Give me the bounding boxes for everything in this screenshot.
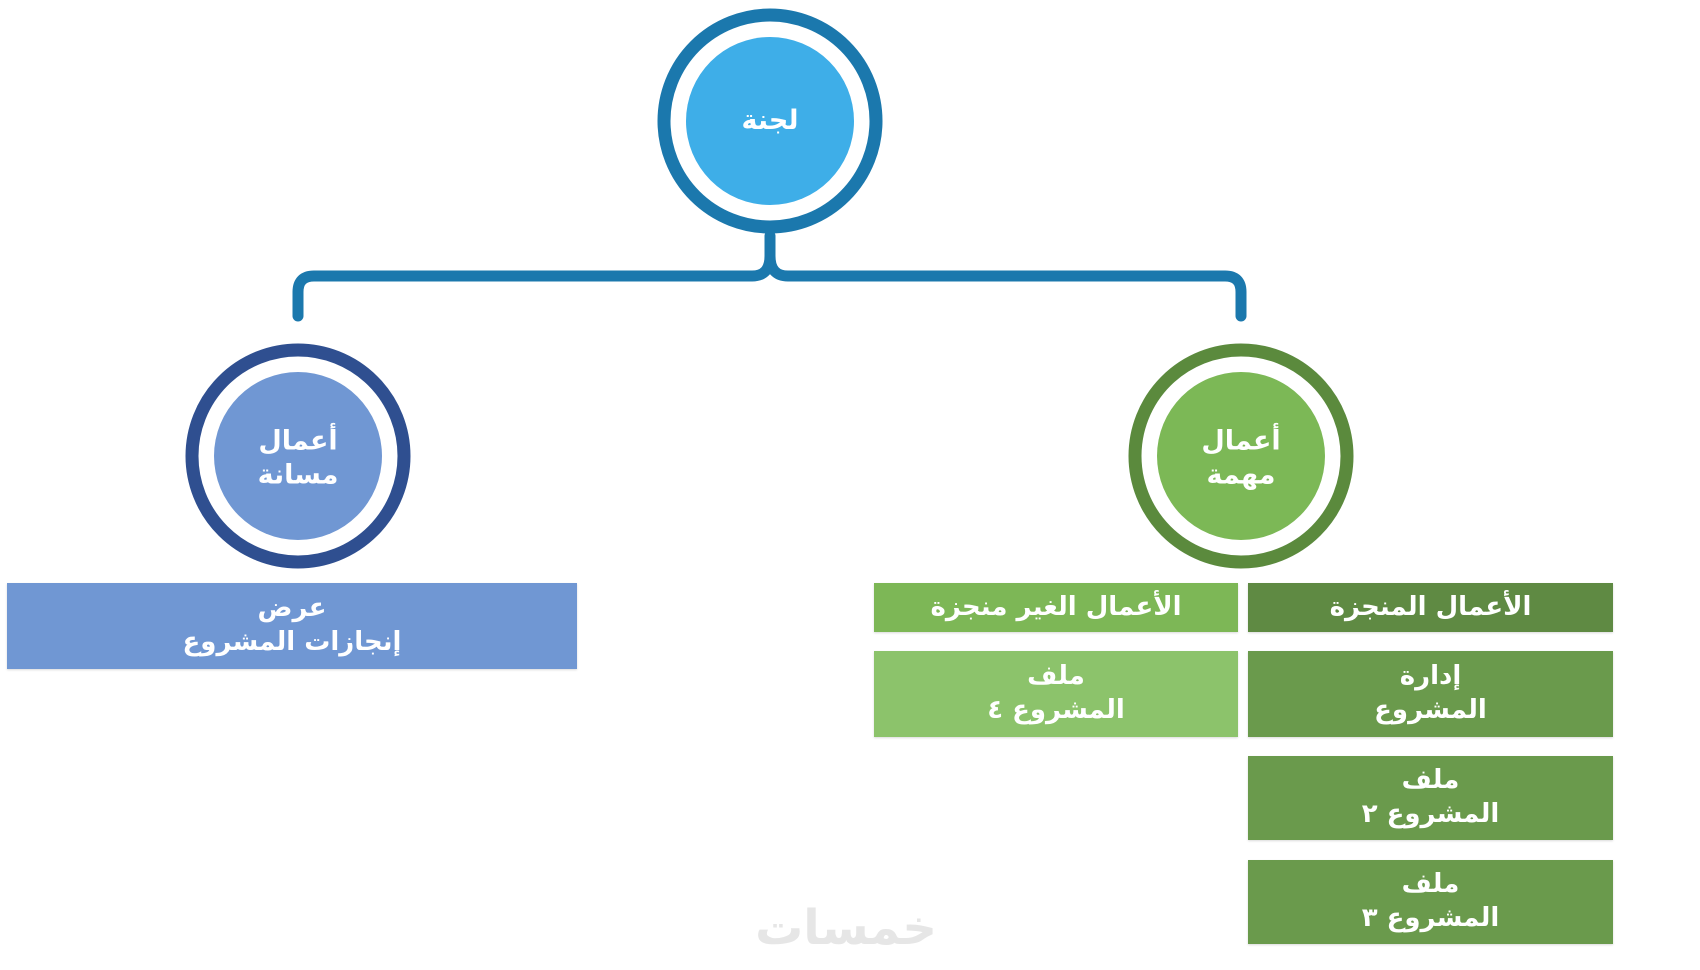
watermark-logo: خمسات bbox=[755, 900, 937, 956]
root-node-fill bbox=[686, 37, 854, 205]
left-node-fill bbox=[214, 372, 382, 540]
item-line: ملف bbox=[1027, 661, 1085, 692]
item-line: المشروع ٣ bbox=[1361, 903, 1500, 933]
connector-line bbox=[292, 230, 1247, 322]
done-work-header: الأعمال المنجزة bbox=[1248, 583, 1613, 632]
right-node-fill bbox=[1157, 372, 1325, 540]
item-line: ملف bbox=[1401, 869, 1460, 900]
item-line: المشروع bbox=[1374, 695, 1487, 725]
root-node-label: لجنة bbox=[742, 104, 799, 138]
box-line: عرض bbox=[257, 593, 327, 624]
left-node-line: أعمال bbox=[258, 425, 338, 457]
root-label-text: لجنة bbox=[741, 105, 799, 137]
not-done-item: ملف المشروع ٤ bbox=[874, 651, 1238, 737]
item-line: المشروع ٢ bbox=[1361, 799, 1500, 829]
project-achievements-box: عرض إنجازات المشروع bbox=[7, 583, 577, 669]
item-line: ملف bbox=[1401, 765, 1460, 796]
right-node-line: أعمال bbox=[1201, 425, 1281, 457]
not-done-work-header: الأعمال الغير منجزة bbox=[874, 583, 1238, 632]
done-item: ملف المشروع ٢ bbox=[1248, 756, 1613, 840]
box-line: إنجازات المشروع bbox=[182, 627, 402, 657]
right-node-line: مهمة bbox=[1206, 459, 1276, 490]
header-text: الأعمال الغير منجزة bbox=[930, 591, 1182, 622]
header-text: الأعمال المنجزة bbox=[1329, 591, 1532, 622]
done-item: ملف المشروع ٣ bbox=[1248, 860, 1613, 944]
item-line: إدارة bbox=[1399, 661, 1462, 692]
item-line: المشروع ٤ bbox=[987, 695, 1125, 725]
done-item: إدارة المشروع bbox=[1248, 651, 1613, 737]
right-node-label: أعمال مهمة bbox=[1201, 424, 1280, 492]
left-node-label: أعمال مسانة bbox=[258, 424, 339, 492]
left-node-line: مسانة bbox=[257, 459, 339, 490]
